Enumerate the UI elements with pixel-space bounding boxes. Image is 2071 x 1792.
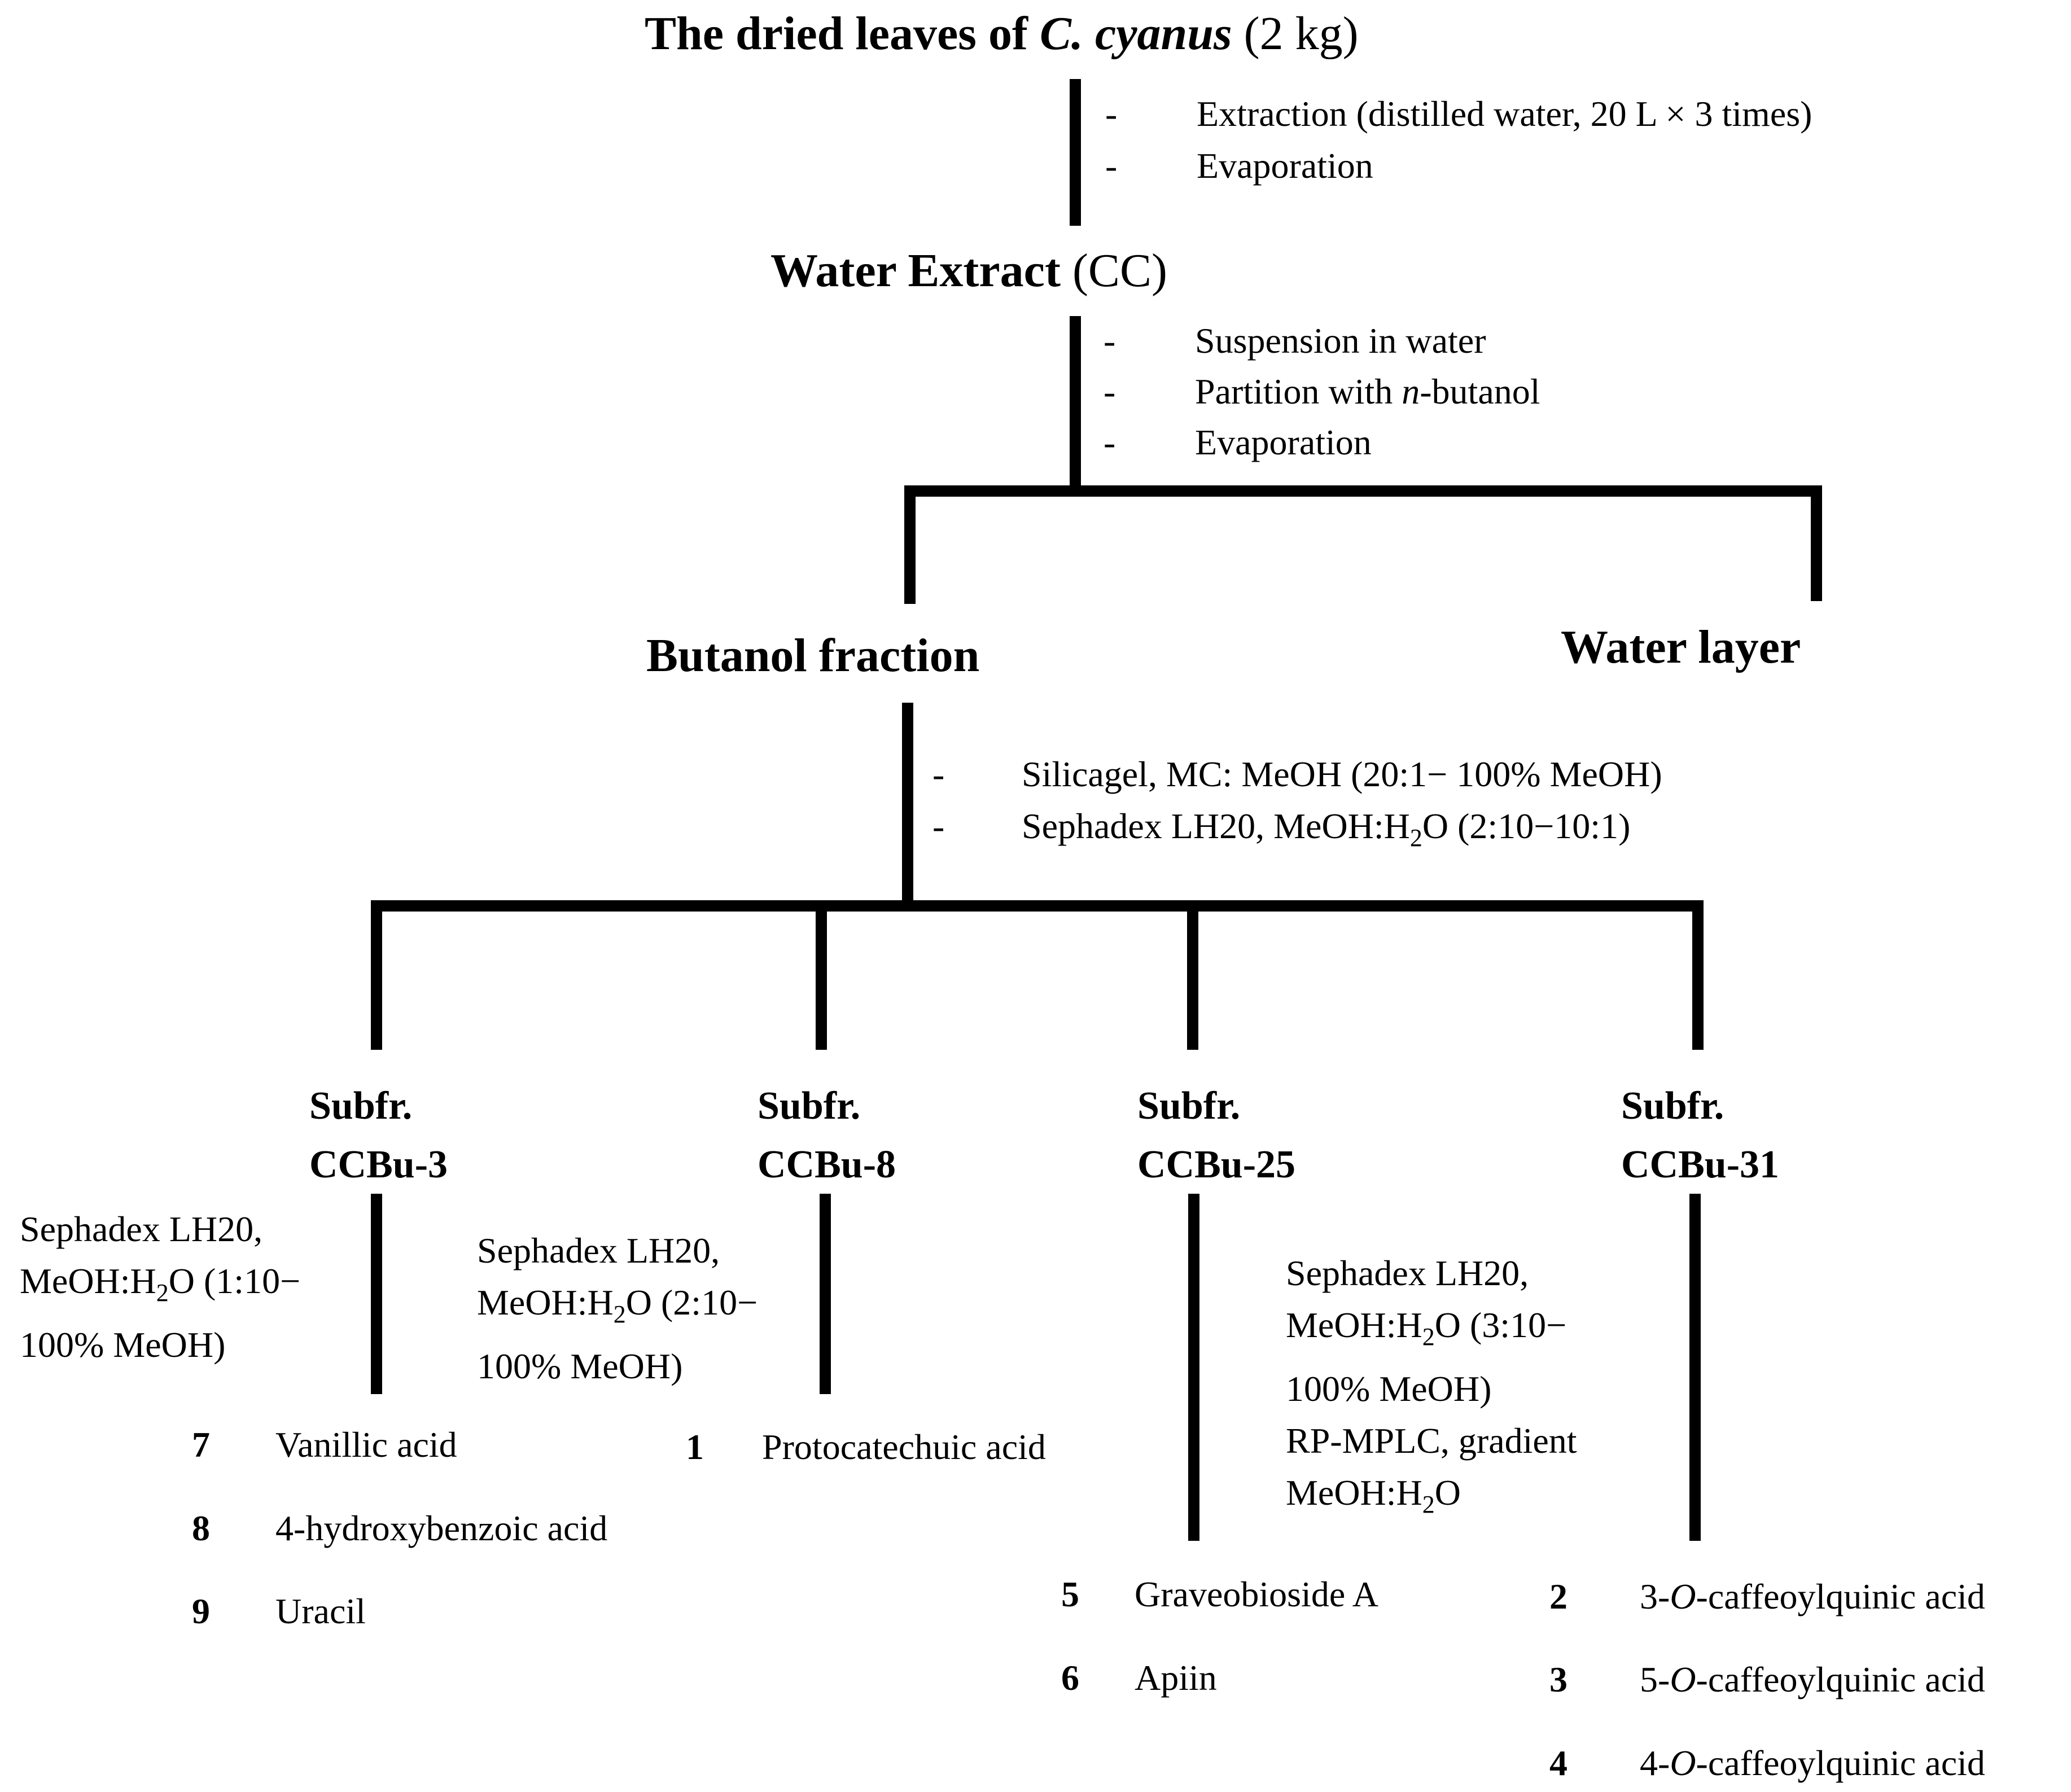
node-water-layer: Water layer: [1561, 621, 1801, 673]
cond-ccbu3-l3: 100% MeOH): [20, 1324, 226, 1365]
node-butanol-fraction: Butanol fraction: [646, 629, 980, 682]
cond-ccbu3-l2: MeOH:H2O (1:10−: [20, 1255, 300, 1319]
node-subfr-ccbu3: Subfr. CCBu-3: [309, 1077, 448, 1194]
node-subfr-ccbu25-l2: CCBu-25: [1137, 1143, 1296, 1186]
compound-c2-post: -caffeoylquinic acid: [1696, 1576, 1985, 1616]
step-silicagel: Silicagel, MC: MeOH (20:1− 100% MeOH): [1022, 754, 1662, 794]
cond-ccbu25-l1: Sephadex LH20,: [1286, 1253, 1529, 1293]
step-evaporation: Evaporation: [1197, 146, 1373, 186]
cond-ccbu3-l2-post: O (1:10−: [168, 1261, 301, 1301]
step-dash: -: [932, 806, 945, 846]
compound-name: 4-O-caffeoylquinic acid: [1640, 1745, 1985, 1781]
compound-name: 4-hydroxybenzoic acid: [275, 1508, 608, 1548]
step-dash: -: [1104, 371, 1116, 411]
step-partition-pre: Partition with: [1195, 371, 1402, 411]
step-dash: -: [932, 754, 945, 794]
compound-c4-pre: 4-: [1640, 1743, 1670, 1783]
node-subfr-ccbu8: Subfr. CCBu-8: [758, 1077, 896, 1194]
compound-c2-italic: O: [1670, 1576, 1696, 1616]
node-root-pre: The dried leaves of: [645, 7, 1040, 60]
compound-number: 5: [1061, 1574, 1079, 1614]
cond-ccbu25-l5: MeOH:H2O: [1286, 1467, 1577, 1531]
node-subfr-ccbu25-l1: Subfr.: [1137, 1084, 1241, 1128]
compound-c2-pre: 3-: [1640, 1576, 1670, 1616]
compound-name: Graveobioside A: [1135, 1574, 1378, 1614]
cond-ccbu8-l2-pre: MeOH:H: [477, 1282, 614, 1322]
node-subfr-ccbu31-l2: CCBu-31: [1621, 1143, 1780, 1186]
cond-ccbu3: Sephadex LH20, MeOH:H2O (1:10− 100% MeOH…: [20, 1203, 300, 1371]
compound-c4-post: -caffeoylquinic acid: [1696, 1743, 1985, 1783]
node-root-post: (2 kg): [1232, 7, 1359, 60]
node-root-italic: C. cyanus: [1039, 7, 1232, 60]
cond-ccbu3-l2-sub: 2: [156, 1278, 169, 1307]
cond-ccbu3-l2-pre: MeOH:H: [20, 1261, 156, 1301]
line-partition-split: [904, 485, 1822, 604]
cond-ccbu25-l5-post: O: [1434, 1472, 1461, 1513]
cond-ccbu3-l1: Sephadex LH20,: [20, 1209, 263, 1249]
cond-ccbu8-l2-sub: 2: [613, 1300, 626, 1328]
step-sephadex-post: O (2:10−10:1): [1422, 806, 1631, 846]
cond-ccbu25-l2-pre: MeOH:H: [1286, 1305, 1422, 1345]
compound-number: 6: [1061, 1658, 1079, 1698]
compound-number: 2: [1549, 1576, 1568, 1616]
compound-number: 8: [192, 1508, 210, 1548]
compound-name: Uracil: [275, 1591, 366, 1631]
cond-ccbu8: Sephadex LH20, MeOH:H2O (2:10− 100% MeOH…: [477, 1225, 758, 1392]
node-subfr-ccbu25: Subfr. CCBu-25: [1137, 1077, 1295, 1194]
compound-name: Vanillic acid: [275, 1425, 457, 1465]
node-root: The dried leaves of C. cyanus (2 kg): [645, 10, 1359, 58]
node-water-extract-bold: Water Extract: [770, 244, 1061, 297]
cond-ccbu25-l3: 100% MeOH): [1286, 1368, 1492, 1409]
node-subfr-ccbu31-l1: Subfr.: [1621, 1084, 1724, 1128]
node-subfr-ccbu31: Subfr. CCBu-31: [1621, 1077, 1779, 1194]
compound-c3-italic: O: [1670, 1659, 1696, 1699]
step-dash: -: [1104, 321, 1116, 361]
node-subfr-ccbu3-l2: CCBu-3: [309, 1143, 448, 1186]
compound-number: 1: [686, 1427, 704, 1467]
step-suspension: Suspension in water: [1195, 321, 1486, 361]
cond-ccbu25-l5-pre: MeOH:H: [1286, 1472, 1422, 1513]
compound-c3-post: -caffeoylquinic acid: [1696, 1659, 1985, 1699]
compound-number: 9: [192, 1591, 210, 1631]
compound-number: 4: [1549, 1743, 1568, 1783]
compound-name: 5-O-caffeoylquinic acid: [1640, 1662, 1985, 1698]
step-evaporation-2: Evaporation: [1195, 422, 1372, 462]
cond-ccbu25-l4: RP-MPLC, gradient: [1286, 1420, 1577, 1461]
cond-ccbu8-l3: 100% MeOH): [477, 1346, 683, 1386]
step-sephadex-sub: 2: [1409, 823, 1422, 852]
compound-number: 3: [1549, 1659, 1568, 1699]
step-partition-italic: n: [1402, 371, 1420, 411]
step-partition-post: -butanol: [1420, 371, 1540, 411]
step-dash: -: [1105, 146, 1118, 186]
compound-name: 3-O-caffeoylquinic acid: [1640, 1579, 1985, 1615]
compound-c3-pre: 5-: [1640, 1659, 1670, 1699]
node-water-extract-post: (CC): [1060, 244, 1167, 297]
step-dash: -: [1105, 94, 1118, 134]
cond-ccbu25: Sephadex LH20, MeOH:H2O (3:10− 100% MeOH…: [1286, 1247, 1577, 1531]
cond-ccbu25-l2-post: O (3:10−: [1434, 1305, 1567, 1345]
cond-ccbu8-l2-post: O (2:10−: [625, 1282, 758, 1322]
node-subfr-ccbu3-l1: Subfr.: [309, 1084, 413, 1128]
compound-c4-italic: O: [1670, 1743, 1696, 1783]
compound-name: Apiin: [1135, 1658, 1217, 1698]
cond-ccbu25-l2: MeOH:H2O (3:10−: [1286, 1299, 1577, 1363]
line-subfr-split-outer: [371, 900, 1704, 1050]
compound-number: 7: [192, 1425, 210, 1465]
compound-name: Protocatechuic acid: [762, 1427, 1046, 1467]
step-partition: Partition with n-butanol: [1195, 374, 1540, 410]
cond-ccbu25-l2-sub: 2: [1422, 1322, 1435, 1351]
node-water-extract: Water Extract (CC): [770, 247, 1167, 295]
node-subfr-ccbu8-l1: Subfr.: [758, 1084, 861, 1128]
step-dash: -: [1104, 422, 1116, 462]
step-sephadex-pre: Sephadex LH20, MeOH:H: [1022, 806, 1410, 846]
node-subfr-ccbu8-l2: CCBu-8: [758, 1143, 896, 1186]
cond-ccbu8-l1: Sephadex LH20,: [477, 1230, 720, 1270]
cond-ccbu8-l2: MeOH:H2O (2:10−: [477, 1277, 758, 1340]
step-sephadex: Sephadex LH20, MeOH:H2O (2:10−10:1): [1022, 808, 1630, 851]
step-extraction: Extraction (distilled water, 20 L × 3 ti…: [1197, 94, 1812, 134]
cond-ccbu25-l5-sub: 2: [1422, 1490, 1435, 1518]
